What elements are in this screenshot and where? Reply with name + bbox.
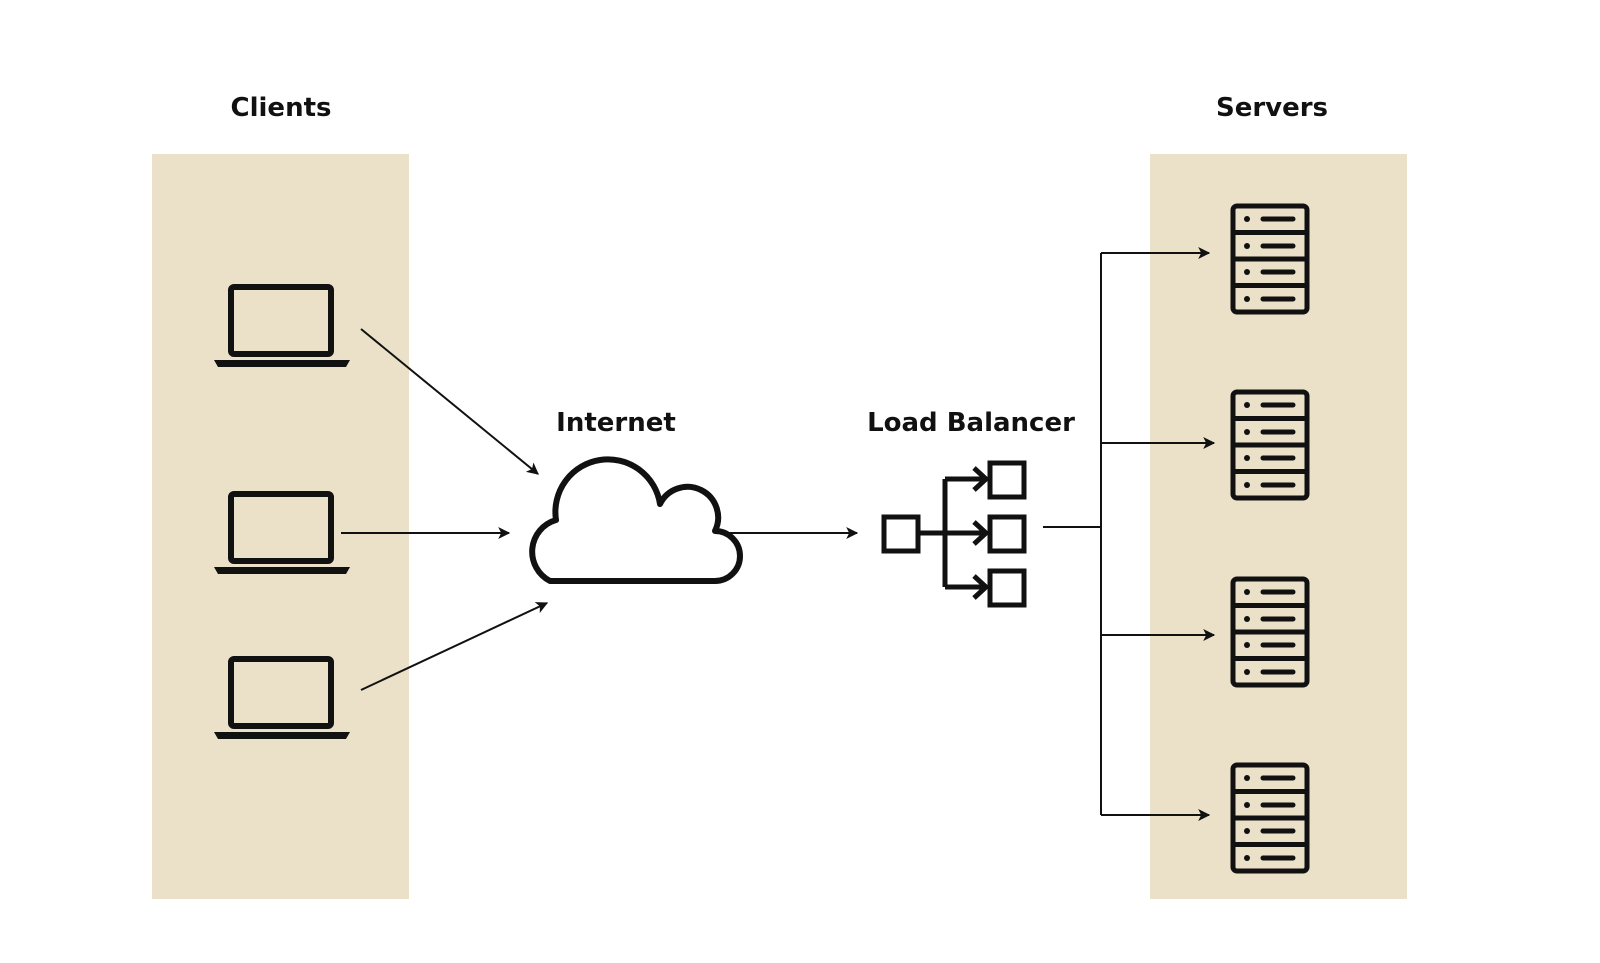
laptop-icon xyxy=(214,656,350,739)
laptop-icon xyxy=(214,491,350,574)
server-rack-icon xyxy=(1230,203,1310,315)
clients-title: Clients xyxy=(230,93,332,123)
load-balancer-icon xyxy=(881,460,1027,608)
cloud-icon xyxy=(529,456,743,584)
servers-panel xyxy=(1150,154,1407,899)
client-arrow xyxy=(360,328,539,475)
internet-title: Internet xyxy=(556,408,676,438)
servers-title: Servers xyxy=(1215,93,1329,123)
server-rack-icon xyxy=(1230,389,1310,501)
server-rack-icon xyxy=(1230,576,1310,688)
load-balancer-title: Load Balancer xyxy=(867,408,1075,438)
laptop-icon xyxy=(214,284,350,367)
lb-distribution-lines xyxy=(1043,253,1102,815)
client-arrow xyxy=(360,602,549,691)
server-rack-icon xyxy=(1230,762,1310,874)
clients-panel xyxy=(152,154,409,899)
